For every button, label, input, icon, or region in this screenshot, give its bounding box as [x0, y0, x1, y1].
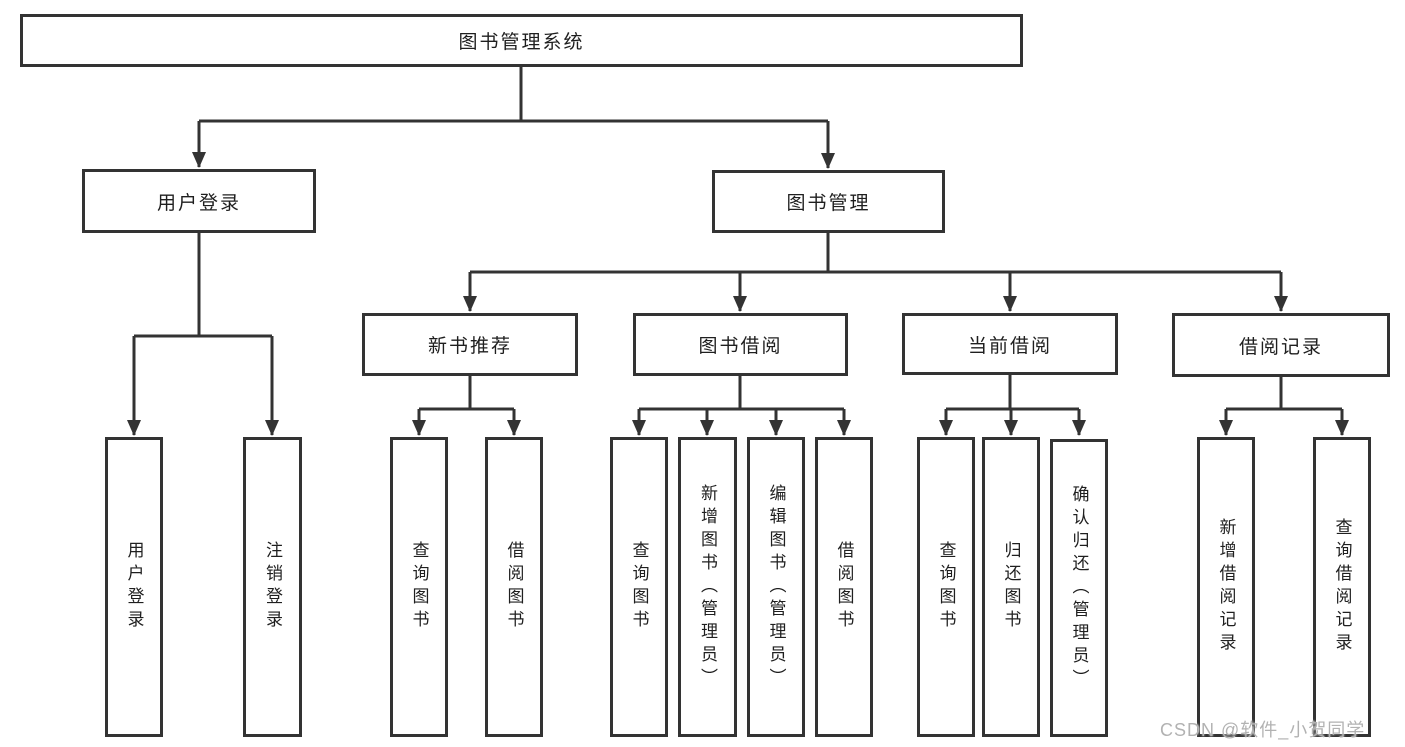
leaf-query-books-borrowing: 查询图书 — [610, 437, 668, 737]
node-borrowing-records: 借阅记录 — [1172, 313, 1390, 377]
leaf-confirm-return-admin: 确认归还（管理员） — [1050, 439, 1108, 737]
leaf-return-books: 归还图书 — [982, 437, 1040, 737]
leaf-borrow-books-borrowing: 借阅图书 — [815, 437, 873, 737]
node-label: 图书管理系统 — [458, 32, 585, 53]
leaf-query-borrow-record: 查询借阅记录 — [1313, 437, 1371, 737]
leaf-logout: 注销登录 — [243, 437, 302, 737]
node-label: 查询图书 — [936, 541, 956, 633]
leaf-add-borrow-record: 新增借阅记录 — [1197, 437, 1255, 737]
node-library-system-root: 图书管理系统 — [20, 14, 1023, 67]
leaf-query-books-recommend: 查询图书 — [390, 437, 448, 737]
node-label: 注销登录 — [263, 541, 282, 633]
leaf-edit-books-admin: 编辑图书（管理员） — [747, 437, 805, 737]
node-label: 当前借阅 — [967, 335, 1052, 357]
node-label: 借阅图书 — [504, 541, 524, 633]
node-label: 借阅图书 — [834, 541, 854, 633]
node-label: 新增借阅记录 — [1216, 518, 1236, 656]
leaf-borrow-books-recommend: 借阅图书 — [485, 437, 543, 737]
node-label: 查询图书 — [409, 541, 429, 633]
leaf-query-books-current: 查询图书 — [917, 437, 975, 737]
watermark-csdn: CSDN @软件_小贺同学 — [1160, 720, 1366, 740]
node-book-borrowing: 图书借阅 — [633, 313, 848, 376]
node-current-borrowing: 当前借阅 — [902, 313, 1118, 375]
node-label: 确认归还（管理员） — [1069, 484, 1089, 692]
node-label: 用户登录 — [124, 541, 144, 633]
leaf-user-login: 用户登录 — [105, 437, 163, 737]
node-book-management: 图书管理 — [712, 170, 945, 233]
leaf-add-books-admin: 新增图书（管理员） — [678, 437, 737, 737]
node-new-book-recommend: 新书推荐 — [362, 313, 578, 376]
node-label: 查询图书 — [629, 541, 649, 633]
node-label: 图书管理 — [786, 193, 871, 214]
node-label: 用户登录 — [156, 192, 241, 214]
node-label: 编辑图书（管理员） — [766, 483, 786, 691]
node-label: 图书借阅 — [698, 336, 783, 357]
node-label: 查询借阅记录 — [1332, 518, 1352, 656]
node-label: 借阅记录 — [1238, 336, 1323, 358]
node-label: 新书推荐 — [427, 336, 512, 357]
node-label: 新增图书（管理员） — [698, 483, 717, 691]
node-user-login: 用户登录 — [82, 169, 316, 233]
node-label: 归还图书 — [1001, 541, 1021, 633]
